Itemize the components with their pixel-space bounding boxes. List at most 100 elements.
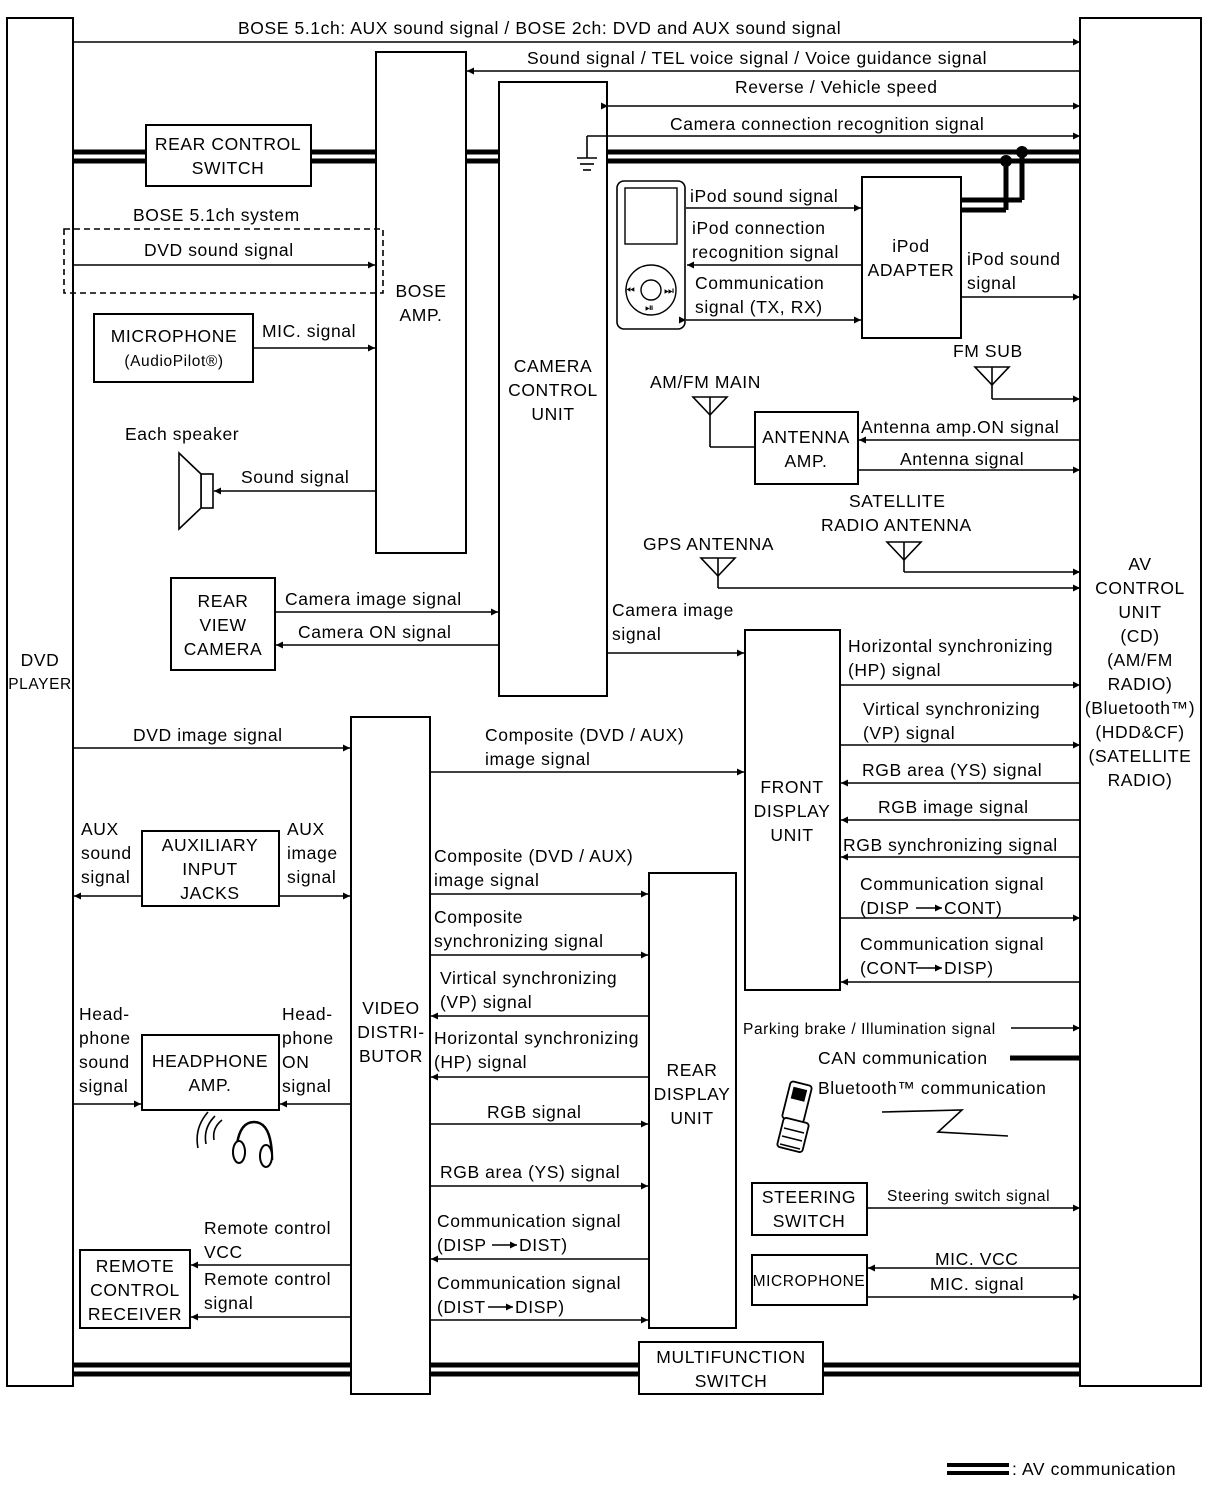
svg-text:Reverse / Vehicle speed: Reverse / Vehicle speed <box>735 77 938 97</box>
svg-text:(AudioPilot®): (AudioPilot®) <box>124 353 223 370</box>
svg-text:UNIT: UNIT <box>670 1108 713 1128</box>
svg-text:signal: signal <box>967 273 1016 293</box>
rear-display-unit-block: REAR DISPLAY UNIT <box>648 872 737 1329</box>
svg-text:DISTRI-: DISTRI- <box>357 1022 424 1042</box>
svg-text:iPod sound: iPod sound <box>967 249 1061 269</box>
svg-text:phone: phone <box>282 1028 334 1048</box>
svg-text:Horizontal synchronizing: Horizontal synchronizing <box>848 636 1053 656</box>
svg-text:MIC. signal: MIC. signal <box>930 1274 1024 1294</box>
rear-hp-signal: Horizontal synchronizing (HP) signal <box>431 1028 649 1081</box>
headphone-icon <box>196 1111 274 1168</box>
svg-text:RADIO): RADIO) <box>1108 674 1173 694</box>
svg-text:CAMERA: CAMERA <box>184 639 262 659</box>
svg-text:Camera image: Camera image <box>612 600 734 620</box>
svg-text:ON: ON <box>282 1052 309 1072</box>
svg-text:Virtical synchronizing: Virtical synchronizing <box>863 699 1040 719</box>
svg-text:Parking brake / Illumination s: Parking brake / Illumination signal <box>743 1021 996 1038</box>
svg-text:(DISP: (DISP <box>437 1235 487 1255</box>
svg-text:DISP): DISP) <box>515 1297 565 1317</box>
ipod-connection-recognition-signal: iPod connection recognition signal <box>687 218 861 269</box>
svg-text:image: image <box>287 843 338 863</box>
svg-text:AUX: AUX <box>287 819 325 839</box>
svg-text:signal: signal <box>612 624 661 644</box>
svg-text:Sound signal / TEL voice signa: Sound signal / TEL voice signal / Voice … <box>527 48 987 68</box>
svg-text:Communication signal: Communication signal <box>860 874 1044 894</box>
video-distributor-block: VIDEO DISTRI- BUTOR <box>350 716 431 1395</box>
camera-image-signal-to-front-display: Camera image signal <box>607 600 744 657</box>
bluetooth-communication: Bluetooth™ communication <box>818 1078 1046 1137</box>
comm-disp-dist-signal: Communication signal (DISP DIST) <box>431 1211 649 1263</box>
svg-text:(HP) signal: (HP) signal <box>434 1052 527 1072</box>
svg-text:Composite (DVD / AUX): Composite (DVD / AUX) <box>485 725 684 745</box>
svg-text:DVD sound signal: DVD sound signal <box>144 240 294 260</box>
speaker-icon <box>178 451 214 531</box>
svg-text:sound: sound <box>81 843 132 863</box>
parking-brake-illumination-signal: Parking brake / Illumination signal <box>743 1021 1080 1038</box>
svg-text:SWITCH: SWITCH <box>695 1371 768 1391</box>
svg-text:FRONT: FRONT <box>760 777 823 797</box>
svg-text:(SATELLITE: (SATELLITE <box>1089 746 1192 766</box>
svg-text:RGB signal: RGB signal <box>487 1102 582 1122</box>
svg-text:image signal: image signal <box>485 749 590 769</box>
av-control-unit-block: AV CONTROL UNIT (CD) (AM/FM RADIO) (Blue… <box>1079 17 1202 1387</box>
svg-text:⏮: ⏮ <box>625 285 636 297</box>
composite-sync-signal: Composite synchronizing signal <box>430 907 648 959</box>
rear-vp-signal: Virtical synchronizing (VP) signal <box>431 968 649 1020</box>
svg-text:Horizontal synchronizing: Horizontal synchronizing <box>434 1028 639 1048</box>
svg-text:ANTENNA: ANTENNA <box>762 427 850 447</box>
camera-connection-recognition-signal: Camera connection recognition signal <box>577 114 1080 171</box>
camera-image-signal-to-ccu: Camera image signal <box>275 589 498 616</box>
svg-text:⏭: ⏭ <box>664 285 675 297</box>
svg-text:MIC. VCC: MIC. VCC <box>935 1249 1019 1269</box>
antenna-signal: Antenna signal <box>858 449 1080 474</box>
ipod-adapter-block: iPod ADAPTER <box>861 176 962 339</box>
headphone-on-signal: Head- phone ON signal <box>280 1004 351 1108</box>
aux-sound-signal: AUX sound signal <box>74 819 142 900</box>
svg-text:AMP.: AMP. <box>785 451 828 471</box>
svg-text:DISPLAY: DISPLAY <box>654 1084 731 1104</box>
ipod-communication-signal: Communication signal (TX, RX) <box>679 273 861 324</box>
front-rgb-image-signal: RGB image signal <box>841 797 1080 824</box>
mic-vcc-signal: MIC. VCC <box>868 1249 1080 1272</box>
bose-5-1ch-system-group: BOSE 5.1ch system <box>63 205 384 294</box>
bose-amp-block: BOSE AMP. <box>375 51 467 554</box>
svg-text:Remote control: Remote control <box>204 1218 331 1238</box>
svg-text:(CONT: (CONT <box>860 958 918 978</box>
av-communication-legend: : AV communication <box>947 1459 1176 1479</box>
dvd-image-signal: DVD image signal <box>73 725 350 752</box>
microphone-audiopilot-block: MICROPHONE (AudioPilot®) <box>93 313 254 383</box>
headphone-amp-block: HEADPHONE AMP. <box>141 1034 280 1111</box>
svg-text:: AV communication: : AV communication <box>1012 1459 1176 1479</box>
av-communication-bus-bottom <box>74 1362 1080 1377</box>
svg-text:Composite (DVD / AUX): Composite (DVD / AUX) <box>434 846 633 866</box>
svg-text:(HDD&CF): (HDD&CF) <box>1095 722 1184 742</box>
svg-text:Steering switch signal: Steering switch signal <box>887 1188 1050 1205</box>
svg-text:Antenna amp.ON signal: Antenna amp.ON signal <box>861 417 1059 437</box>
svg-text:Camera ON signal: Camera ON signal <box>298 622 452 642</box>
svg-text:(DIST: (DIST <box>437 1297 486 1317</box>
rear-control-switch-block: REAR CONTROL SWITCH <box>145 124 312 187</box>
antenna-amp-on-signal: Antenna amp.ON signal <box>859 417 1080 444</box>
svg-text:ADAPTER: ADAPTER <box>868 260 955 280</box>
svg-text:JACKS: JACKS <box>180 883 239 903</box>
svg-text:RGB area (YS) signal: RGB area (YS) signal <box>440 1162 620 1182</box>
antenna-amp-block: ANTENNA AMP. <box>754 411 859 485</box>
svg-text:HEADPHONE: HEADPHONE <box>152 1051 268 1071</box>
svg-text:RGB area (YS) signal: RGB area (YS) signal <box>862 760 1042 780</box>
svg-text:MICROPHONE: MICROPHONE <box>111 326 238 346</box>
svg-text:RECEIVER: RECEIVER <box>88 1304 182 1324</box>
front-hp-signal: Horizontal synchronizing (HP) signal <box>840 636 1080 689</box>
svg-text:(DISP: (DISP <box>860 898 910 918</box>
svg-text:Communication signal: Communication signal <box>437 1273 621 1293</box>
svg-text:DVD: DVD <box>21 650 60 670</box>
svg-text:iPod: iPod <box>892 236 929 256</box>
can-communication-line: CAN communication <box>818 1048 1080 1068</box>
svg-text:UNIT: UNIT <box>770 825 813 845</box>
amfm-main-antenna-icon <box>691 396 755 448</box>
svg-text:REMOTE: REMOTE <box>96 1256 174 1276</box>
svg-text:iPod connection: iPod connection <box>692 218 826 238</box>
svg-text:signal: signal <box>282 1076 331 1096</box>
svg-text:Camera connection recognition: Camera connection recognition signal <box>670 114 984 134</box>
svg-text:DISPLAY: DISPLAY <box>754 801 831 821</box>
remote-control-receiver-block: REMOTE CONTROL RECEIVER <box>79 1249 191 1329</box>
